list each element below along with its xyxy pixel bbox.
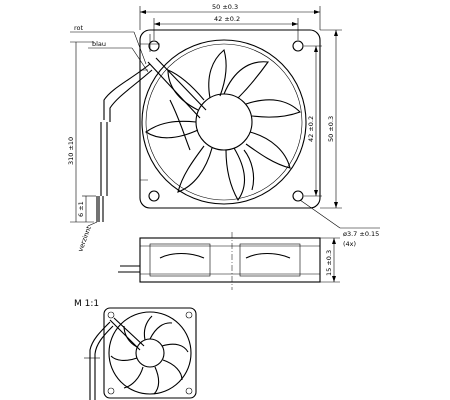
front-view	[139, 29, 321, 209]
mount-hole-bottom-left	[148, 190, 160, 202]
scale-view	[84, 307, 197, 400]
wire-blue	[109, 69, 153, 122]
dimension-depth: 15 ±0.3	[320, 237, 340, 283]
fan-housing-circle	[141, 39, 307, 205]
scale-view-frame	[103, 307, 197, 399]
lead-length-label: 310 ±10	[67, 137, 75, 165]
dimension-right-overall: 50 ±0.3	[320, 29, 342, 209]
dim-depth-label: 15 ±0.3	[325, 250, 333, 276]
side-view	[118, 232, 321, 290]
fan-hub	[195, 93, 253, 151]
dimension-top-overall: 50 ±0.3	[139, 3, 321, 30]
dimension-top-holes: 42 ±0.2	[153, 15, 299, 40]
strip-length-label: 6 ±1	[77, 201, 85, 217]
scale-label: M 1:1	[74, 299, 99, 309]
fan-blades	[145, 49, 301, 202]
side-view-outline	[139, 237, 321, 283]
fan-frame-outline	[139, 29, 321, 209]
scale-housing-circle	[108, 311, 192, 395]
hole-diameter-callout: ø3.7 ±0.15 (4x)	[299, 199, 380, 248]
tinned-label: verzinnt	[76, 225, 93, 253]
mount-hole-bottom-right	[292, 190, 304, 202]
dim-right-holes-label: 42 ±0.2	[307, 116, 315, 142]
wire-red-label: rot	[74, 24, 84, 32]
dimension-right-holes: 42 ±0.2	[304, 45, 322, 197]
mount-hole-top-left	[148, 40, 160, 52]
dim-top-overall-label: 50 ±0.3	[212, 3, 238, 11]
hole-count-label: (4x)	[343, 240, 356, 248]
wire-red	[103, 63, 151, 120]
wire-strut	[147, 61, 201, 119]
hole-diameter-label: ø3.7 ±0.15	[343, 230, 379, 238]
mount-hole-top-right	[292, 40, 304, 52]
dim-right-overall-label: 50 ±0.3	[327, 116, 335, 142]
wire-leads: rot blau 310 ±10 6 ±1 verzinnt	[67, 24, 153, 253]
wire-blue-label: blau	[92, 40, 106, 48]
dim-top-holes-label: 42 ±0.2	[214, 15, 240, 23]
